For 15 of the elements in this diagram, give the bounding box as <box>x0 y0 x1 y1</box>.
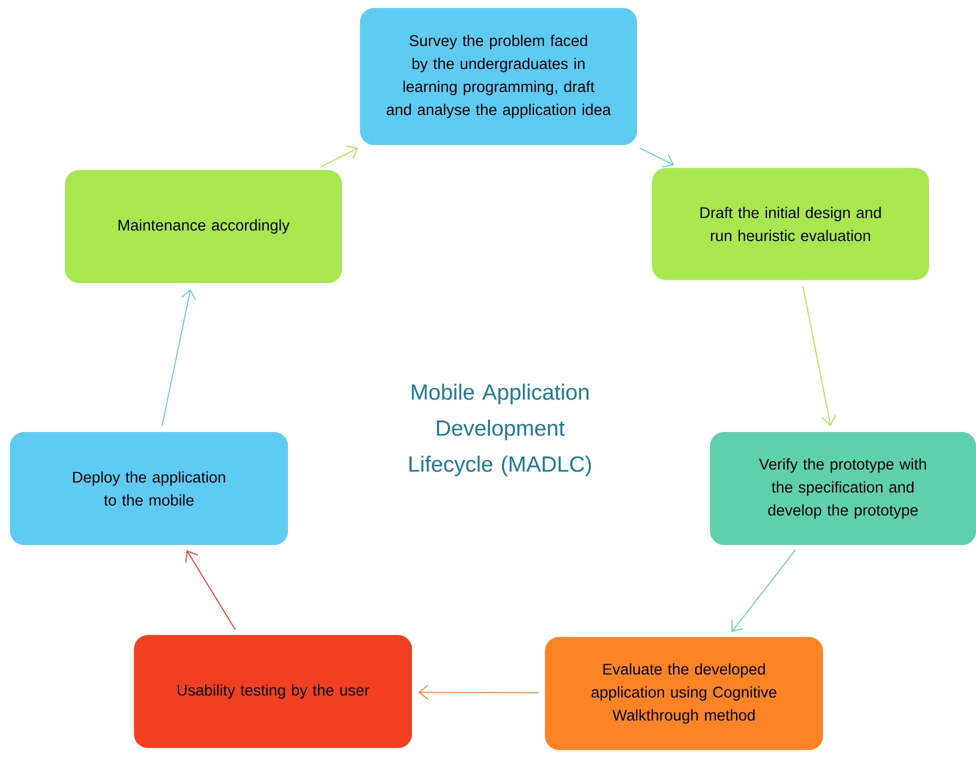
diagram-title: Mobile Application Development Lifecycle (MADLC) <box>410 384 591 476</box>
process-box: Verify the prototype with the specification and develop the prototype <box>710 432 976 545</box>
arrow <box>802 286 836 426</box>
process-box: Draft the initial design and run heuristic evaluation <box>652 168 929 280</box>
process-box: Evaluate the developed application using Cognitive Walkthrough method <box>545 637 823 750</box>
process-box: Deploy the application to the mobile <box>10 432 288 545</box>
arrow <box>162 289 196 426</box>
arrow <box>185 550 236 630</box>
arrow <box>732 549 796 632</box>
arrow <box>639 147 674 168</box>
arrow <box>418 684 540 700</box>
arrow <box>320 146 358 168</box>
process-box: Maintenance accordingly <box>65 170 342 283</box>
process-box: Survey the problem faced by the undergraduates in learning programming, draft and analyse the application idea <box>360 8 637 145</box>
process-box: Usability testing by the user <box>134 635 412 748</box>
